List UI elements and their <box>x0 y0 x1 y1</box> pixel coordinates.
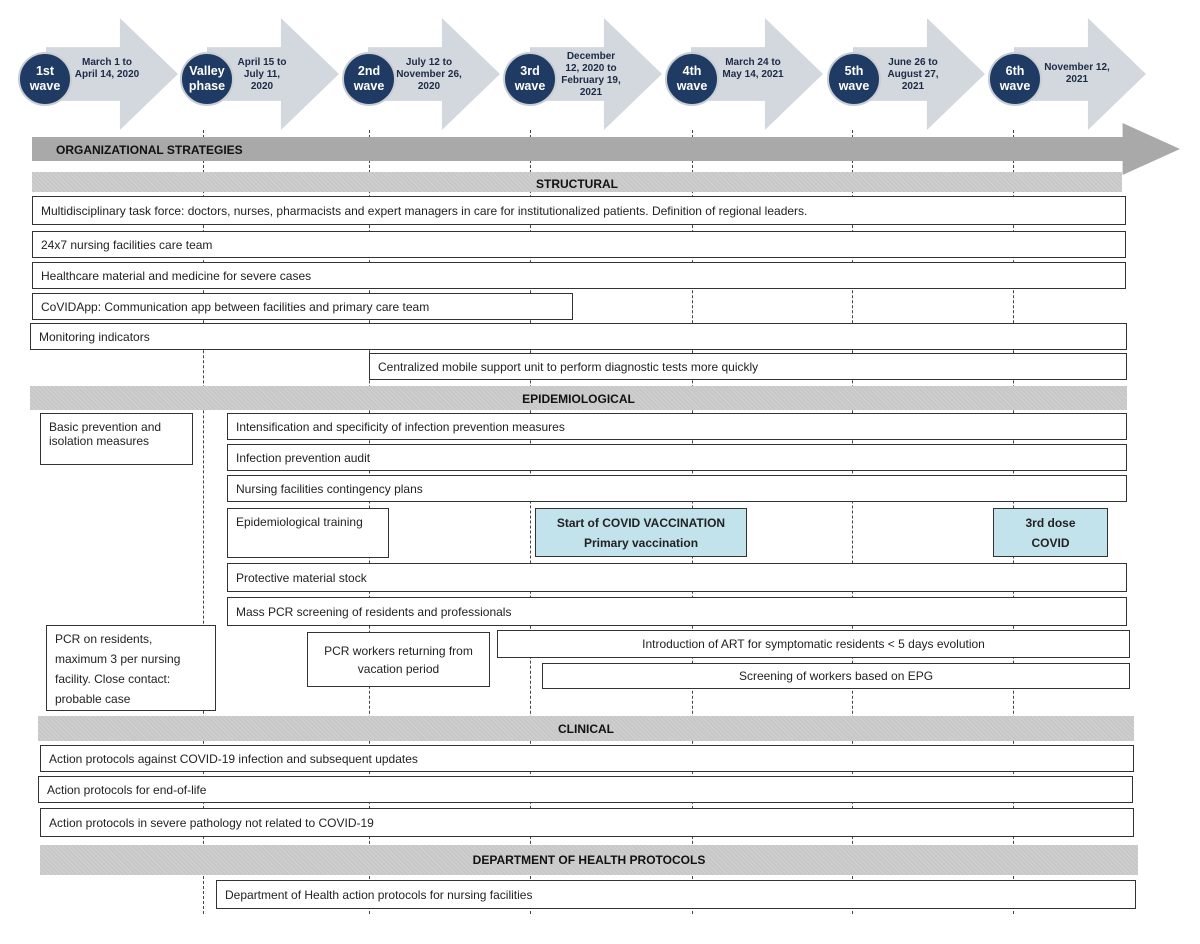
phase-circle: Valley phase <box>180 52 234 106</box>
phase-circle: 2nd wave <box>342 52 396 106</box>
section-epidemiological: EPIDEMIOLOGICAL <box>30 386 1127 410</box>
pcr-workers-box: PCR workers returning from vacation peri… <box>307 632 490 687</box>
clinical-protocols-box: Action protocols against COVID-19 infect… <box>40 745 1134 772</box>
phase-circle: 1st wave <box>18 52 72 106</box>
phase-circle: 4th wave <box>665 52 719 106</box>
third-dose-box: 3rd dose COVID <box>993 508 1108 557</box>
vaccination-box: Start of COVID VACCINATION Primary vacci… <box>535 508 747 557</box>
phase-dates: November 12, 2021 <box>1044 62 1110 85</box>
divider-5th <box>852 130 853 914</box>
dept-protocols-box: Department of Health action protocols fo… <box>216 880 1136 909</box>
phase-dates: July 12 to November 26, 2020 <box>396 57 462 92</box>
phase-dates: December 12, 2020 to February 19, 2021 <box>561 51 621 98</box>
audit-box: Infection prevention audit <box>227 444 1127 471</box>
third-dose-line-1: 3rd dose <box>1025 515 1076 530</box>
section-clinical: CLINICAL <box>38 716 1134 741</box>
section-dept: DEPARTMENT OF HEALTH PROTOCOLS <box>40 845 1138 875</box>
mass-pcr-box: Mass PCR screening of residents and prof… <box>227 597 1127 626</box>
org-strategies-title: ORGANIZATIONAL STRATEGIES <box>56 143 243 157</box>
phase-dates: March 1 to April 14, 2020 <box>74 57 140 80</box>
section-title: DEPARTMENT OF HEALTH PROTOCOLS <box>472 853 706 867</box>
epg-box: Screening of workers based on EPG <box>542 663 1130 689</box>
vaccination-line-1: Start of COVID VACCINATION <box>556 515 726 530</box>
task-force-box: Multidisciplinary task force: doctors, n… <box>32 196 1126 225</box>
training-box: Epidemiological training <box>227 508 389 558</box>
phase-dates: April 15 to July 11, 2020 <box>237 57 287 92</box>
stock-box: Protective material stock <box>227 563 1127 592</box>
material-box: Healthcare material and medicine for sev… <box>32 262 1126 289</box>
section-title: STRUCTURAL <box>536 177 618 191</box>
contingency-box: Nursing facilities contingency plans <box>227 475 1127 502</box>
phase-circle: 5th wave <box>827 52 881 106</box>
monitoring-box: Monitoring indicators <box>30 323 1127 350</box>
phase-dates: June 26 to August 27, 2021 <box>887 57 939 92</box>
phase-circle: 3rd wave <box>503 52 557 106</box>
phase-circle: 6th wave <box>988 52 1042 106</box>
pcr-residents-box: PCR on residents, maximum 3 per nursing … <box>46 625 216 711</box>
third-dose-line-2: COVID <box>1031 535 1070 550</box>
phase-dates: March 24 to May 14, 2021 <box>722 57 784 80</box>
divider-valley <box>203 130 204 914</box>
vaccination-line-2: Primary vaccination <box>583 535 699 550</box>
basic-prevention-box: Basic prevention and isolation measures <box>40 413 193 465</box>
end-of-life-box: Action protocols for end-of-life <box>38 776 1133 803</box>
section-title: CLINICAL <box>558 722 614 736</box>
section-title: EPIDEMIOLOGICAL <box>522 392 635 406</box>
care-team-box: 24x7 nursing facilities care team <box>32 231 1126 258</box>
severe-pathology-box: Action protocols in severe pathology not… <box>40 808 1134 837</box>
art-box: Introduction of ART for symptomatic resi… <box>497 630 1130 658</box>
covidapp-box: CoVIDApp: Communication app between faci… <box>32 293 573 320</box>
section-structural: STRUCTURAL <box>32 172 1122 192</box>
intensification-box: Intensification and specificity of infec… <box>227 413 1127 440</box>
mobile-unit-box: Centralized mobile support unit to perfo… <box>369 353 1127 380</box>
divider-3rd <box>530 130 531 914</box>
